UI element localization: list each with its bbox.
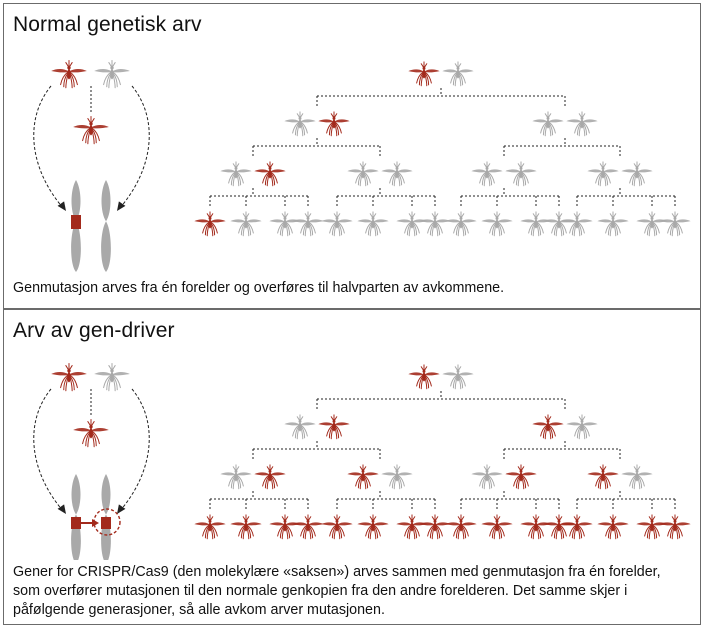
chromosome-mutant xyxy=(71,180,81,272)
panel-caption: Gener for CRISPR/Cas9 (den molekylære «s… xyxy=(13,564,661,618)
mosquito-normal-icon xyxy=(284,415,316,439)
mosquito-mutant-icon xyxy=(230,515,262,539)
mosquito-mutant-icon xyxy=(269,515,301,539)
mosquito-mutant-icon xyxy=(318,415,350,439)
mosquito-mutant-icon xyxy=(73,116,109,143)
mosquito-normal-icon xyxy=(347,162,379,186)
mosquito-normal-icon xyxy=(621,465,653,489)
arrow-head-icon xyxy=(117,201,126,211)
mosquito-normal-icon xyxy=(543,212,575,236)
chromosome-mutant xyxy=(71,474,81,560)
mosquito-mutant-icon xyxy=(254,162,286,186)
inheritance-diagram xyxy=(33,310,691,560)
arrow-head-icon xyxy=(117,504,126,514)
mosquito-normal-icon xyxy=(481,212,513,236)
mosquito-mutant-icon xyxy=(532,415,564,439)
arrow-right xyxy=(118,85,150,210)
mosquito-normal-icon xyxy=(597,212,629,236)
mosquito-mutant-icon xyxy=(73,419,109,446)
mosquito-mutant-icon xyxy=(347,465,379,489)
mosquito-normal-icon xyxy=(445,212,477,236)
mosquito-mutant-icon xyxy=(481,515,513,539)
mosquito-mutant-icon xyxy=(659,515,691,539)
mosquito-mutant-icon xyxy=(587,465,619,489)
gene-mutation-band xyxy=(101,517,111,529)
mosquito-normal-icon xyxy=(566,112,598,136)
mosquito-normal-icon xyxy=(381,162,413,186)
arrow-head-icon xyxy=(57,201,66,211)
inheritance-diagram xyxy=(33,4,691,272)
mosquito-mutant-icon xyxy=(520,515,552,539)
mosquito-normal-icon xyxy=(471,162,503,186)
mosquito-mutant-icon xyxy=(597,515,629,539)
arrow-left xyxy=(33,85,65,210)
mosquito-mutant-icon xyxy=(292,515,324,539)
mosquito-mutant-icon xyxy=(194,212,226,236)
mosquito-mutant-icon xyxy=(408,62,440,86)
mosquito-normal-icon xyxy=(520,212,552,236)
mosquito-normal-icon xyxy=(442,62,474,86)
chromosome-normal xyxy=(101,180,111,272)
panel-caption: Genmutasjon arves fra én forelder og ove… xyxy=(13,280,505,296)
mosquito-normal-icon xyxy=(561,212,593,236)
arrow-left xyxy=(33,388,65,513)
mosquito-normal-icon xyxy=(419,212,451,236)
mosquito-normal-icon xyxy=(621,162,653,186)
gene-mutation-band xyxy=(71,215,81,229)
mosquito-normal-icon xyxy=(381,465,413,489)
mosquito-normal-icon xyxy=(269,212,301,236)
mosquito-mutant-icon xyxy=(318,112,350,136)
mosquito-mutant-icon xyxy=(419,515,451,539)
chromosome-converted xyxy=(101,474,111,560)
mosquito-normal-icon xyxy=(230,212,262,236)
mosquito-mutant-icon xyxy=(51,363,87,390)
mosquito-normal-icon xyxy=(659,212,691,236)
mosquito-normal-icon xyxy=(284,112,316,136)
mosquito-mutant-icon xyxy=(321,515,353,539)
mosquito-normal-icon xyxy=(220,465,252,489)
mosquito-normal-icon xyxy=(396,212,428,236)
mosquito-normal-icon xyxy=(505,162,537,186)
mosquito-normal-icon xyxy=(220,162,252,186)
panel-title: Arv av gen-driver xyxy=(13,319,175,342)
mosquito-mutant-icon xyxy=(194,515,226,539)
mosquito-mutant-icon xyxy=(636,515,668,539)
mosquito-mutant-icon xyxy=(254,465,286,489)
mosquito-normal-icon xyxy=(442,365,474,389)
gene-copy-arrowhead-icon xyxy=(92,519,99,527)
mosquito-normal-icon xyxy=(636,212,668,236)
mosquito-mutant-icon xyxy=(561,515,593,539)
panel-title: Normal genetisk arv xyxy=(13,13,202,36)
mosquito-normal-icon xyxy=(94,60,130,87)
arrow-right xyxy=(118,388,150,513)
mosquito-mutant-icon xyxy=(505,465,537,489)
gene-mutation-band xyxy=(71,517,81,529)
mosquito-mutant-icon xyxy=(408,365,440,389)
mosquito-normal-icon xyxy=(94,363,130,390)
panel-normal-inheritance: Normal genetisk arv Genmutasjon arves fr… xyxy=(3,3,701,309)
mosquito-mutant-icon xyxy=(357,515,389,539)
arrow-head-icon xyxy=(57,504,66,514)
mosquito-normal-icon xyxy=(357,212,389,236)
mosquito-mutant-icon xyxy=(396,515,428,539)
gene-conversion-circle xyxy=(93,508,121,536)
mosquito-normal-icon xyxy=(321,212,353,236)
mosquito-normal-icon xyxy=(566,415,598,439)
mosquito-normal-icon xyxy=(532,112,564,136)
mosquito-normal-icon xyxy=(587,162,619,186)
panel-gene-drive-inheritance: Arv av gen-driver Gener for CRISPR/Cas9 … xyxy=(3,309,701,625)
mosquito-mutant-icon xyxy=(445,515,477,539)
mosquito-mutant-icon xyxy=(51,60,87,87)
mosquito-normal-icon xyxy=(471,465,503,489)
mosquito-normal-icon xyxy=(292,212,324,236)
